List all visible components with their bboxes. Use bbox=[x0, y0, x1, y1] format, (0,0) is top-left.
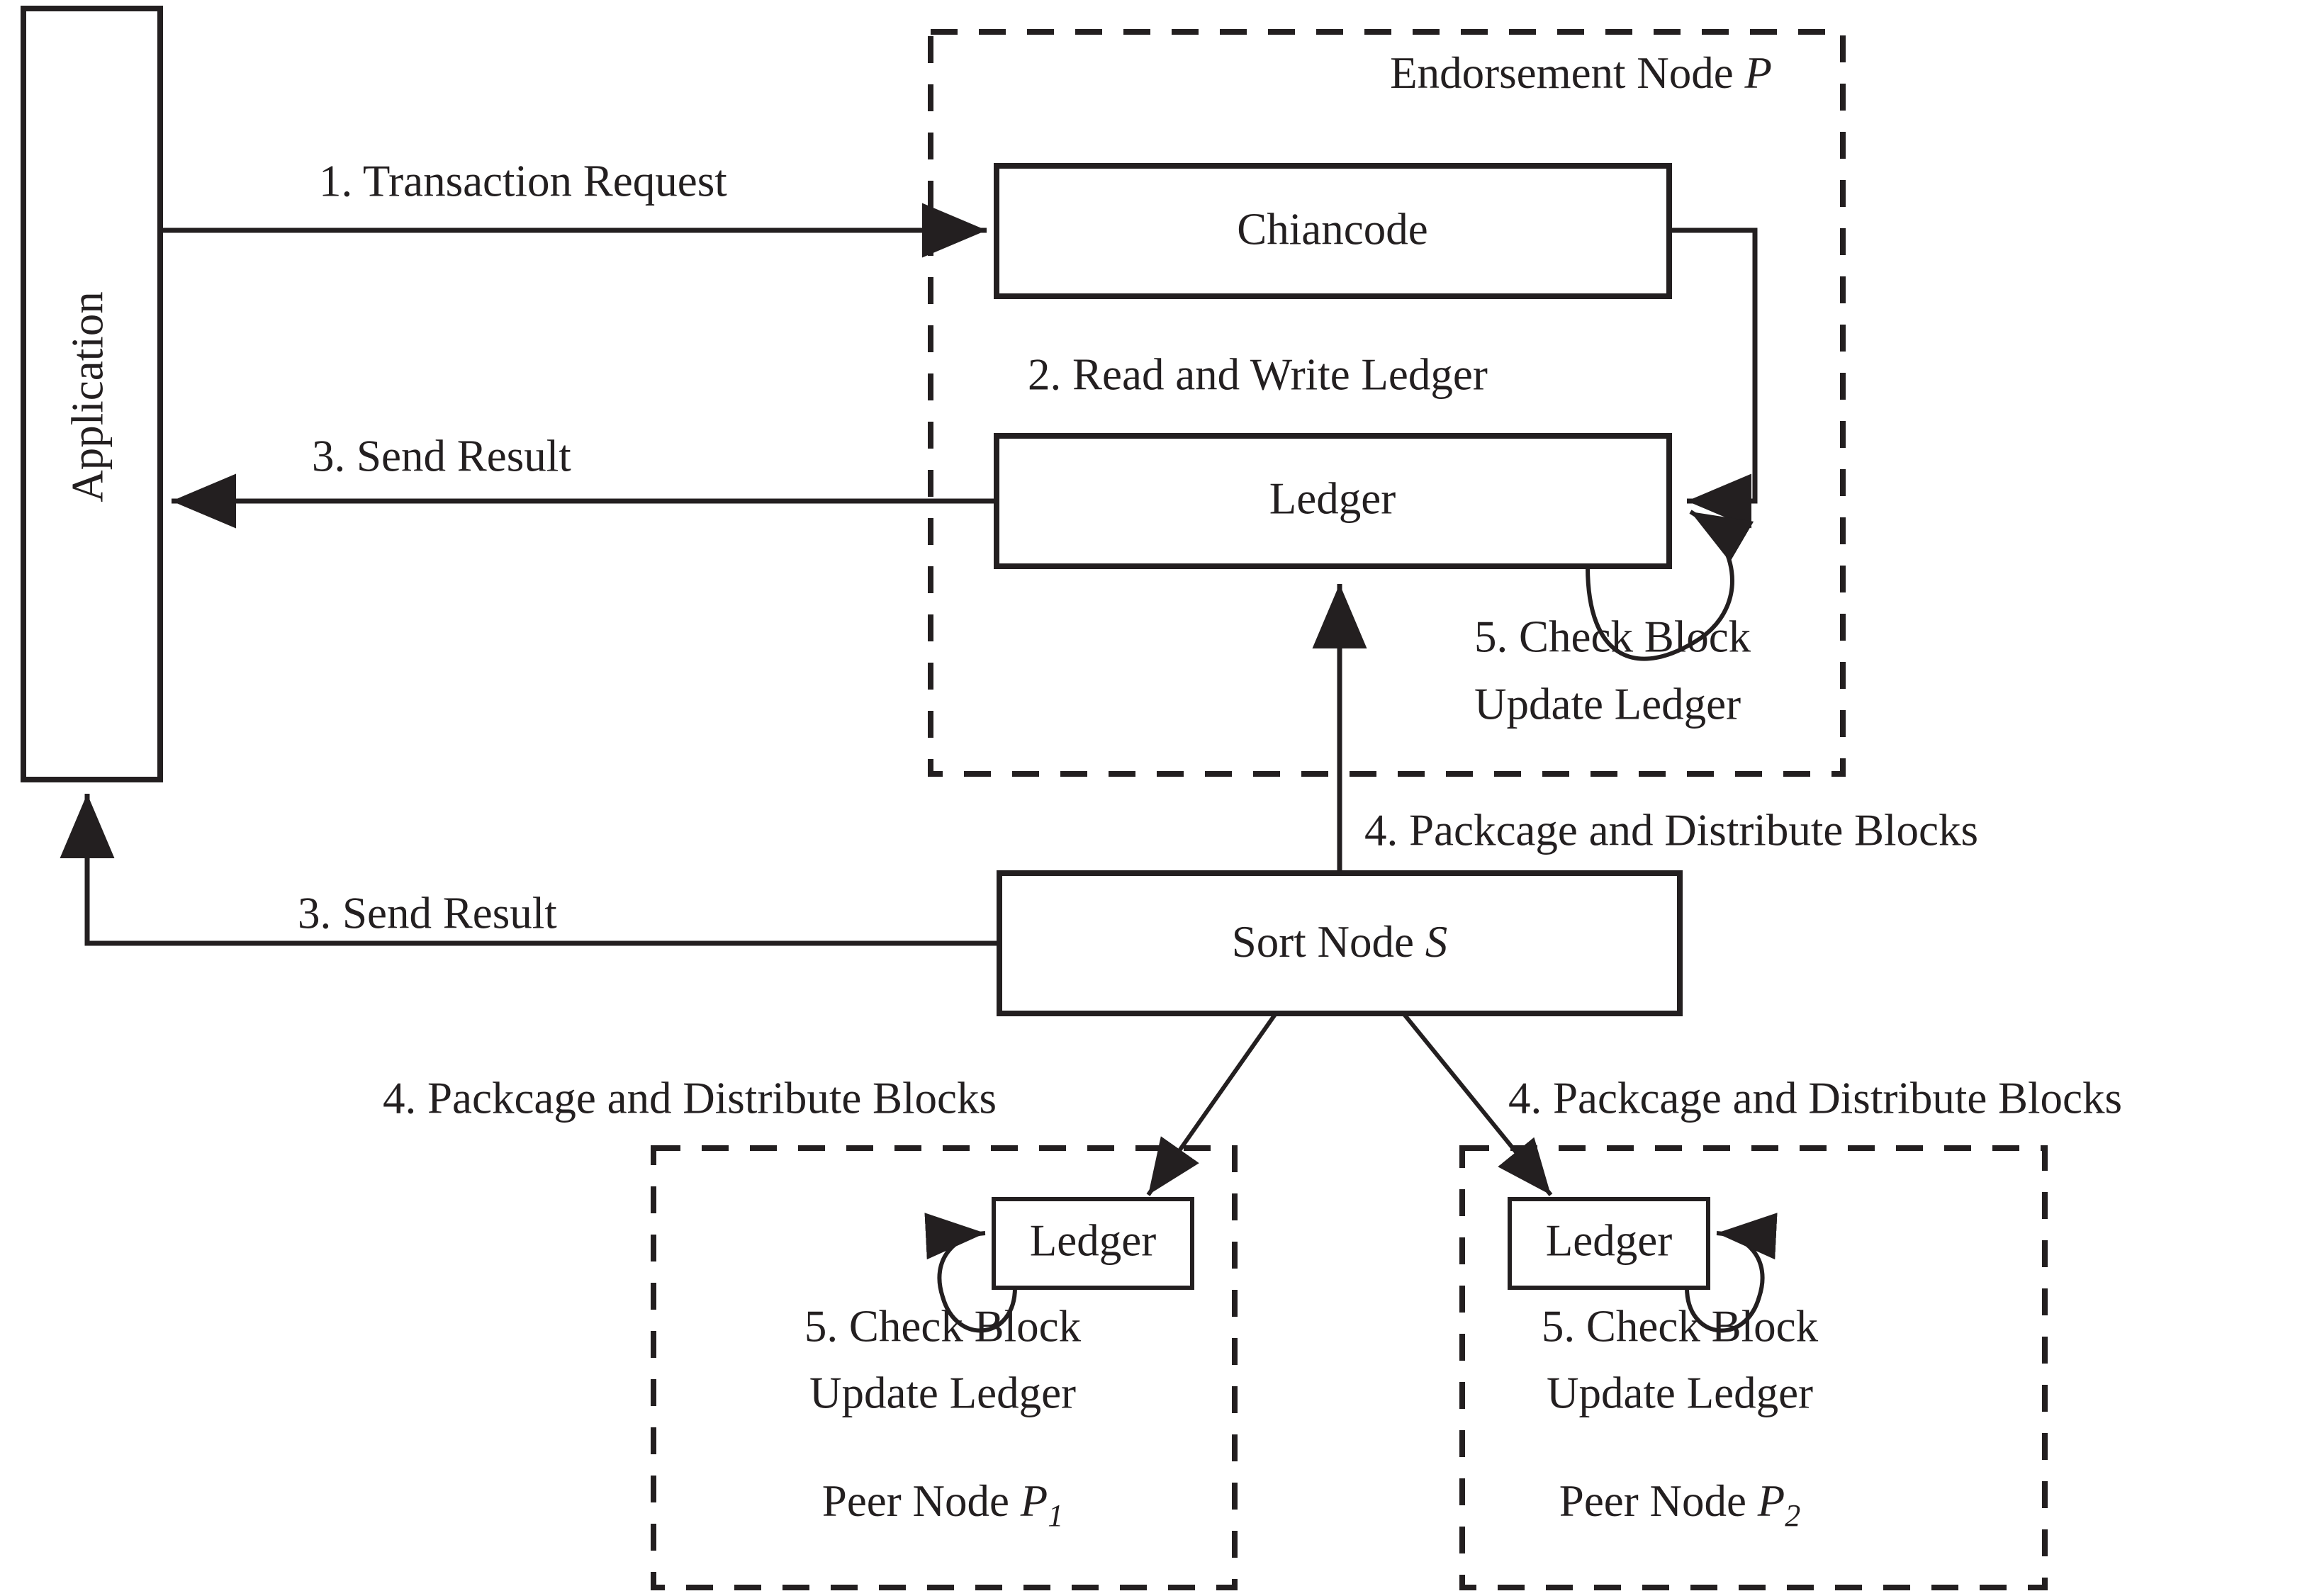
endorsement-node-symbol: P bbox=[1744, 48, 1772, 98]
endorsement-ledger-label: Ledger bbox=[1269, 473, 1396, 523]
peer-1-ledger-box bbox=[992, 1197, 1194, 1290]
endorsement-node-title: Endorsement Node P bbox=[1390, 48, 1772, 98]
endorsement-node-container bbox=[928, 29, 1846, 777]
sort-node-label: Sort Node S bbox=[1232, 917, 1447, 967]
peer-2-ledger-box bbox=[1508, 1197, 1710, 1290]
edge-self-loop-peer-1 bbox=[924, 1213, 1017, 1333]
edge-label-step3-top: 3. Send Result bbox=[312, 431, 571, 481]
edge-label-step5-peer1-line2: Update Ledger bbox=[809, 1368, 1076, 1417]
sort-node-box bbox=[997, 870, 1683, 1016]
peer-node-1-title: Peer Node P1 bbox=[822, 1476, 1063, 1533]
edge-label-step1: 1. Transaction Request bbox=[319, 156, 727, 206]
peer-node-1-title-text: Peer Node bbox=[822, 1476, 1021, 1526]
peer-2-ledger-label: Ledger bbox=[1546, 1215, 1672, 1265]
edge-label-step5-peer1-line1: 5. Check Block bbox=[804, 1301, 1082, 1351]
peer-1-ledger-label: Ledger bbox=[1030, 1215, 1156, 1265]
peer-node-2-container bbox=[1459, 1145, 2048, 1590]
edge-label-step4-left: 4. Packcage and Distribute Blocks bbox=[383, 1073, 997, 1123]
peer-node-2-title: Peer Node P2 bbox=[1559, 1476, 1800, 1533]
edge-label-step4-right: 4. Packcage and Distribute Blocks bbox=[1508, 1073, 2122, 1123]
edge-distribute-to-peer-1 bbox=[1146, 1012, 1278, 1196]
chaincode-box bbox=[994, 163, 1672, 299]
endorsement-node-title-text: Endorsement Node bbox=[1390, 48, 1744, 98]
edge-label-step5-endorsement-line1: 5. Check Block bbox=[1474, 612, 1751, 661]
edge-send-result-bottom bbox=[60, 794, 999, 946]
edge-label-step4-center: 4. Packcage and Distribute Blocks bbox=[1364, 805, 1978, 855]
edge-label-step5-peer2-line1: 5. Check Block bbox=[1542, 1301, 1819, 1351]
peer-node-1-container bbox=[651, 1145, 1238, 1590]
edge-label-step5-endorsement-line2: Update Ledger bbox=[1474, 679, 1741, 729]
application-label: Application bbox=[62, 291, 112, 502]
edge-chaincode-to-ledger bbox=[1669, 227, 1758, 529]
chaincode-label: Chiancode bbox=[1237, 204, 1427, 254]
peer-node-2-symbol: P bbox=[1757, 1476, 1785, 1526]
edge-label-step3-bottom: 3. Send Result bbox=[298, 888, 557, 938]
sort-node-symbol: S bbox=[1425, 917, 1448, 967]
peer-node-1-subscript: 1 bbox=[1048, 1498, 1063, 1533]
peer-node-2-title-text: Peer Node bbox=[1559, 1476, 1758, 1526]
peer-node-1-symbol: P bbox=[1020, 1476, 1048, 1526]
application-box bbox=[21, 6, 163, 782]
edge-self-loop-peer-2 bbox=[1685, 1213, 1778, 1333]
edge-self-loop-endorsement bbox=[1586, 510, 1754, 661]
peer-node-2-subscript: 2 bbox=[1785, 1498, 1800, 1533]
endorsement-ledger-box bbox=[994, 433, 1672, 569]
edge-distribute-to-peer-2 bbox=[1401, 1012, 1553, 1196]
edge-label-step2: 2. Read and Write Ledger bbox=[1028, 349, 1488, 399]
sort-node-label-text: Sort Node bbox=[1232, 917, 1425, 967]
edge-label-step5-peer2-line2: Update Ledger bbox=[1547, 1368, 1813, 1417]
